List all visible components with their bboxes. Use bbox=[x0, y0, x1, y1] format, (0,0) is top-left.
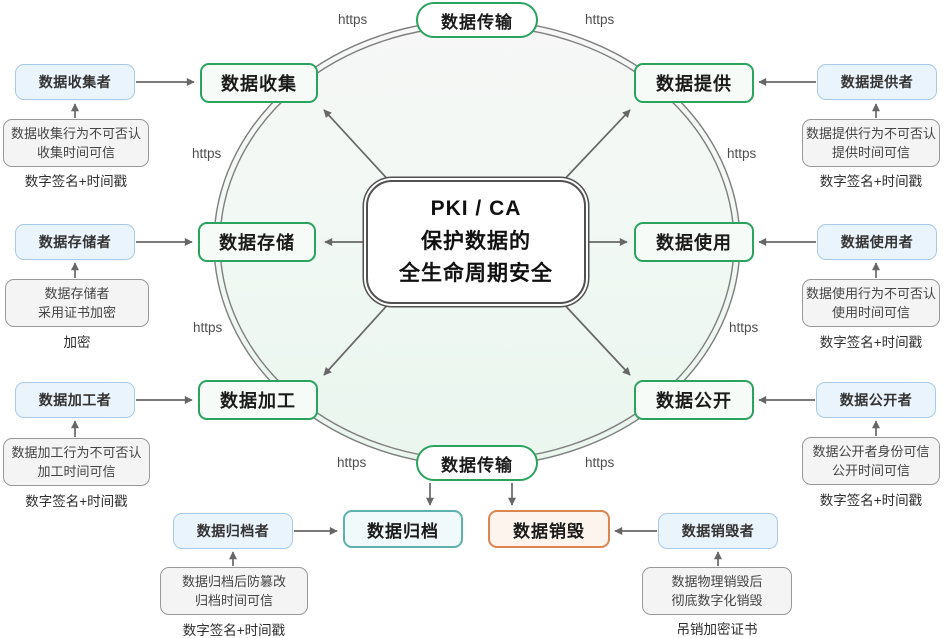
center-spokes bbox=[323, 109, 631, 376]
https-label-right-lower: https bbox=[729, 320, 759, 335]
actor-arrows bbox=[136, 78, 816, 535]
stage-node-archive: 数据归档 bbox=[343, 510, 463, 548]
actor-publish: 数据公开者 bbox=[816, 382, 936, 418]
note-process: 数据加工行为不可否认 加工时间可信 bbox=[3, 438, 150, 486]
caption-collect: 数字签名+时间戳 bbox=[24, 174, 128, 189]
https-label-top-right: https bbox=[585, 12, 615, 27]
note-store: 数据存储者 采用证书加密 bbox=[5, 279, 149, 327]
https-label-right-upper: https bbox=[727, 146, 757, 161]
https-label-bottom-left: https bbox=[337, 455, 367, 470]
caption-store: 加密 bbox=[63, 335, 91, 350]
actor-provide: 数据提供者 bbox=[817, 64, 937, 100]
center-title-line3: 全生命周期安全 bbox=[399, 262, 553, 286]
stage-node-collect: 数据收集 bbox=[200, 63, 318, 103]
caption-process: 数字签名+时间戳 bbox=[25, 494, 128, 509]
actor-process: 数据加工者 bbox=[15, 382, 135, 418]
note-publish: 数据公开者身份可信 公开时间可信 bbox=[802, 437, 940, 485]
https-label-left-upper: https bbox=[192, 146, 222, 161]
https-label-top-left: https bbox=[338, 12, 368, 27]
pki-ca-center-node: PKI / CA 保护数据的 全生命周期安全 bbox=[366, 180, 586, 304]
caption-archive: 数字签名+时间戳 bbox=[182, 623, 286, 638]
caption-publish: 数字签名+时间戳 bbox=[819, 493, 923, 508]
caption-use: 数字签名+时间戳 bbox=[819, 335, 923, 350]
https-label-bottom-right: https bbox=[585, 455, 615, 470]
actor-destroy: 数据销毁者 bbox=[658, 513, 778, 549]
center-title-line1: PKI / CA bbox=[430, 197, 522, 221]
stage-node-destroy: 数据销毁 bbox=[488, 510, 610, 548]
transmission-node-top: 数据传输 bbox=[416, 2, 538, 38]
stage-node-store: 数据存储 bbox=[198, 222, 316, 262]
caption-provide: 数字签名+时间戳 bbox=[819, 174, 923, 189]
center-title-line2: 保护数据的 bbox=[421, 229, 531, 253]
note-arrows bbox=[71, 103, 880, 566]
caption-destroy: 吊销加密证书 bbox=[676, 622, 758, 637]
note-archive: 数据归档后防篡改 归档时间可信 bbox=[160, 567, 308, 615]
note-collect: 数据收集行为不可否认 收集时间可信 bbox=[3, 119, 149, 167]
actor-use: 数据使用者 bbox=[817, 224, 937, 260]
actor-collect: 数据收集者 bbox=[15, 64, 135, 100]
note-destroy: 数据物理销毁后 彻底数字化销毁 bbox=[642, 567, 792, 615]
stage-node-use: 数据使用 bbox=[634, 222, 754, 262]
transmission-down-arrows bbox=[426, 483, 516, 506]
actor-archive: 数据归档者 bbox=[173, 513, 293, 549]
stage-node-process: 数据加工 bbox=[198, 380, 318, 420]
https-label-left-lower: https bbox=[193, 320, 223, 335]
transmission-node-bottom: 数据传输 bbox=[416, 445, 538, 481]
stage-node-publish: 数据公开 bbox=[634, 380, 754, 420]
actor-store: 数据存储者 bbox=[15, 224, 135, 260]
note-use: 数据使用行为不可否认 使用时间可信 bbox=[802, 279, 940, 327]
note-provide: 数据提供行为不可否认 提供时间可信 bbox=[802, 119, 940, 167]
stage-node-provide: 数据提供 bbox=[634, 63, 754, 103]
